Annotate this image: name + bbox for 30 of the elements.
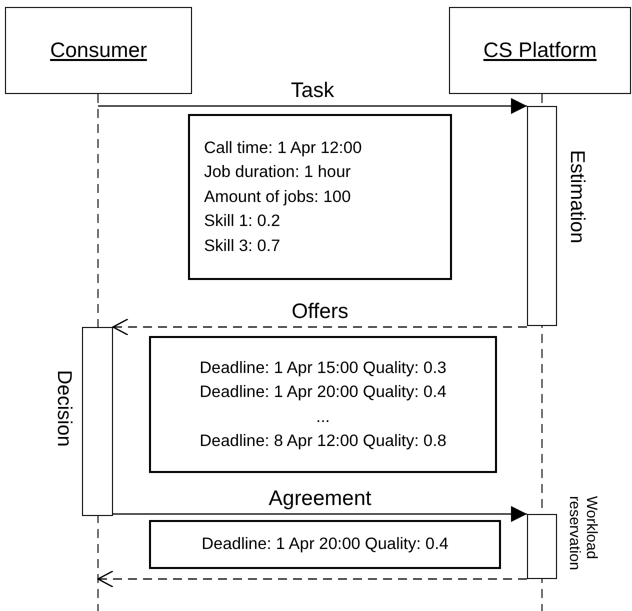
note-box [149,336,497,473]
message-arrow [97,570,527,588]
message-label: Task [290,79,334,103]
note-box [149,520,501,569]
note-text: Deadline: 1 Apr 15:00 Quality: 0.3 [200,358,446,378]
note-text: Job duration: 1 hour [204,162,351,184]
participant-box [449,7,631,94]
participant-name: Consumer [50,38,147,62]
message-arrow [98,98,527,114]
note-text: Skill 1: 0.2 [204,211,280,232]
activation-bar [82,327,113,516]
note-text: Deadline: 8 Apr 12:00 Quality: 0.8 [200,431,446,452]
note-text: Amount of jobs: 100 [204,186,351,208]
note-text: Call time: 1 Apr 12:00 [204,138,362,159]
message-label: Agreement [268,487,372,511]
activation-bar [527,106,557,326]
note-text: ... [316,406,330,428]
participant-box [5,7,192,94]
activation-bar [527,514,557,579]
note-text: Deadline: 1 Apr 20:00 Quality: 0.4 [202,534,448,556]
message-arrow [113,506,527,522]
activity-label: Workload reservation [566,496,600,572]
activity-label: Estimation [565,150,588,244]
participant-name: CS Platform [483,38,597,62]
activity-label: Decision [52,370,75,447]
note-text: Skill 3: 0.7 [204,236,280,257]
message-arrow [112,318,527,336]
note-box [188,114,452,280]
note-text: Deadline: 1 Apr 20:00 Quality: 0.4 [200,382,446,403]
message-label: Offers [292,300,348,324]
